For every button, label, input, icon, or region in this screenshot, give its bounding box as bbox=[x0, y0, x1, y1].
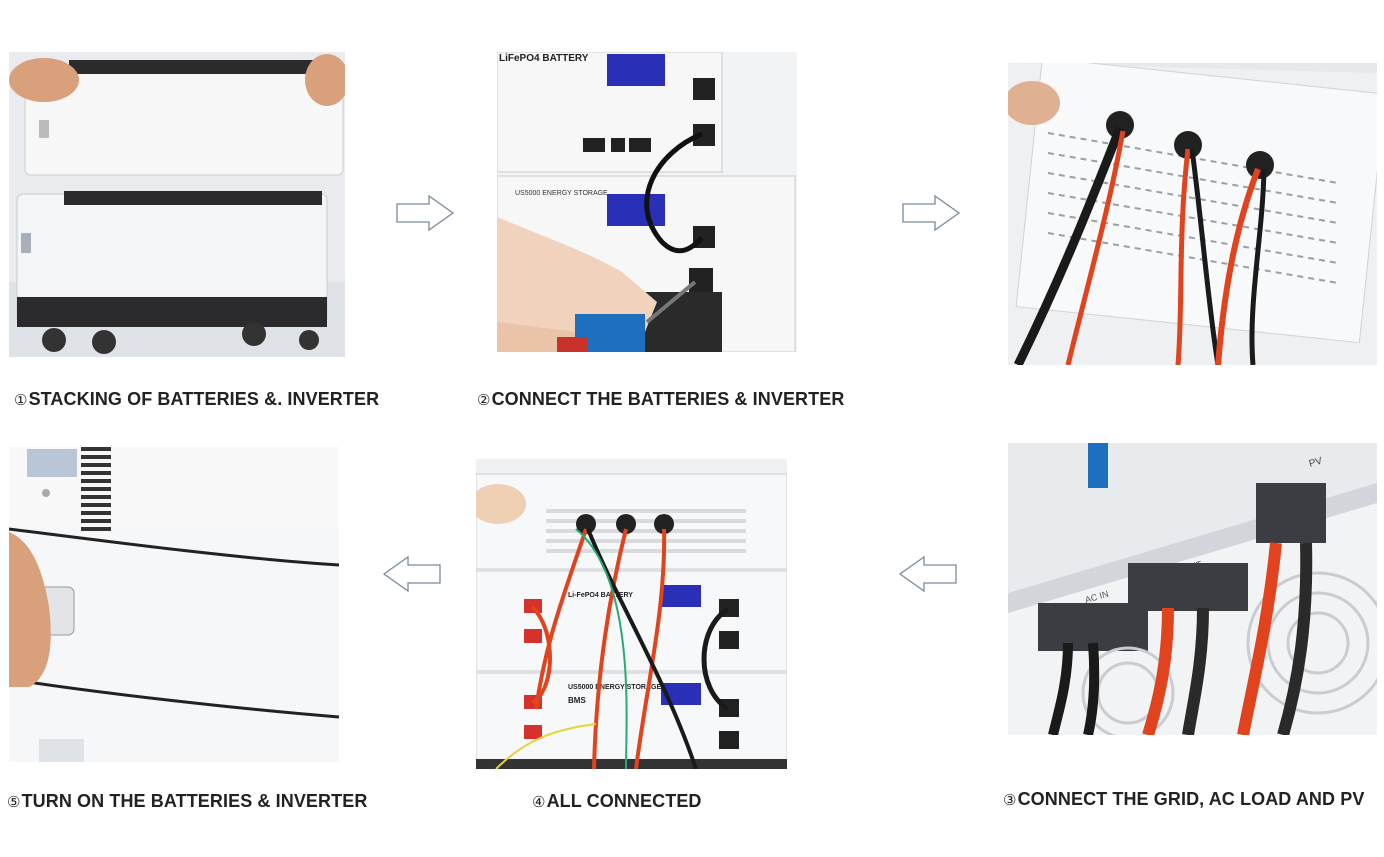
pv-label: PV bbox=[1308, 456, 1324, 470]
photo-turn-on bbox=[9, 447, 339, 762]
arrow-right-2 bbox=[901, 194, 961, 232]
photo-terminals: AC IN AC OUT PV bbox=[1008, 443, 1377, 735]
step-5-number: ⑤ bbox=[7, 794, 21, 811]
energy-storage-label: US5000 ENERGY STORAGE bbox=[515, 190, 608, 197]
step-4-caption: ④ALL CONNECTED bbox=[532, 791, 702, 812]
arrow-left-1 bbox=[382, 555, 442, 593]
arrow-right-shape bbox=[902, 194, 961, 232]
arrow-left-shape bbox=[898, 555, 957, 593]
terminals-illustration: AC IN AC OUT PV bbox=[1008, 443, 1377, 735]
arrow-right-1 bbox=[395, 194, 455, 232]
back-panel-illustration bbox=[1008, 63, 1377, 365]
step-4-number: ④ bbox=[532, 794, 546, 811]
photo-back-panel bbox=[1008, 63, 1377, 365]
step-5-caption: ⑤TURN ON THE BATTERIES & INVERTER bbox=[7, 791, 367, 812]
step-3-number: ③ bbox=[1003, 792, 1017, 809]
step-5-label: TURN ON THE BATTERIES & INVERTER bbox=[21, 791, 368, 811]
step-3-label: CONNECT THE GRID, AC LOAD AND PV bbox=[1017, 789, 1365, 809]
all-connected-illustration: Li-FePO4 BATTERY US5000 ENERGY STORAGE B… bbox=[476, 459, 787, 769]
turn-on-illustration bbox=[9, 447, 339, 762]
step-3-caption: ③CONNECT THE GRID, AC LOAD AND PV bbox=[1003, 789, 1364, 810]
energy-storage-label-2: US5000 ENERGY STORAGE bbox=[568, 684, 661, 691]
step-4-label: ALL CONNECTED bbox=[546, 791, 702, 811]
stacking-illustration bbox=[9, 52, 345, 357]
step-1-number: ① bbox=[14, 392, 28, 409]
connect-batteries-illustration: LiFePO4 BATTERY US5000 ENERGY STORAGE bbox=[497, 52, 797, 352]
bms-label: BMS bbox=[568, 696, 586, 705]
arrow-left-shape bbox=[382, 555, 441, 593]
arrow-right-shape bbox=[396, 194, 455, 232]
arrow-left-2 bbox=[898, 555, 958, 593]
photo-connect-batteries: LiFePO4 BATTERY US5000 ENERGY STORAGE bbox=[497, 52, 797, 352]
step-1-caption: ①STACKING OF BATTERIES &. INVERTER bbox=[14, 389, 379, 410]
photo-stacking bbox=[9, 52, 345, 357]
step-2-caption: ②CONNECT THE BATTERIES & INVERTER bbox=[477, 389, 844, 410]
step-1-label: STACKING OF BATTERIES &. INVERTER bbox=[28, 389, 380, 409]
step-2-label: CONNECT THE BATTERIES & INVERTER bbox=[491, 389, 845, 409]
battery-label-top: LiFePO4 BATTERY bbox=[499, 53, 589, 64]
photo-all-connected: Li-FePO4 BATTERY US5000 ENERGY STORAGE B… bbox=[476, 459, 787, 769]
step-2-number: ② bbox=[477, 392, 491, 409]
battery-label-mid: Li-FePO4 BATTERY bbox=[568, 592, 633, 599]
